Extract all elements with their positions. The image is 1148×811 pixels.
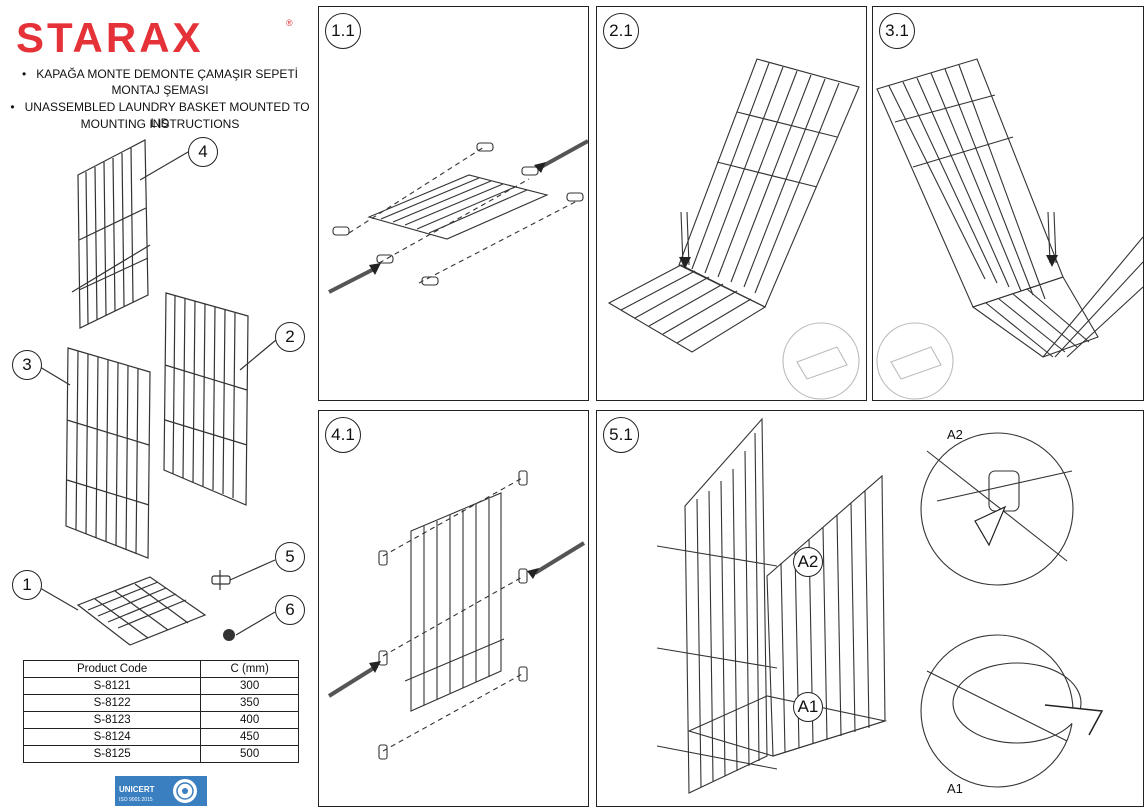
detail-label-a2: A2: [947, 427, 963, 442]
part-label-6: 6: [275, 595, 305, 625]
callout-a2: A2: [793, 547, 823, 577]
title-tr-line2: MONTAJ ŞEMASI: [111, 83, 209, 97]
parts-exploded-view: [39, 139, 277, 646]
starax-logo: STARAX ®: [16, 16, 293, 60]
part-label-5: 5: [275, 542, 305, 572]
part-4-side-panel: [71, 139, 151, 329]
title-tr-line1: •KAPAĞA MONTE DEMONTE ÇAMAŞIR SEPETİ: [21, 67, 299, 81]
svg-text:UNICERT: UNICERT: [119, 785, 155, 794]
rotate-arrow-icon: [1044, 704, 1104, 736]
table-header-row: Product Code C (mm): [22, 660, 299, 678]
part-label-3: 3: [12, 350, 42, 380]
svg-text:ISO 9001:2015: ISO 9001:2015: [119, 797, 153, 803]
unicert-badge: UNICERT ISO 9001:2015: [115, 776, 207, 806]
insert-arrow-icon: [369, 263, 381, 275]
panel-step-5-1: 5.1 A2 A1 A2 A1: [596, 410, 1144, 807]
step-label-4-1: 4.1: [325, 417, 361, 453]
panel-step-3-1: 3.1: [872, 6, 1144, 401]
header-product-code: Product Code: [22, 660, 202, 678]
header-c-mm: C (mm): [200, 660, 299, 678]
logo-lettering: STARAX: [16, 16, 204, 60]
panel-step-4-1: 4.1: [318, 410, 589, 807]
insert-arrow-icon: [534, 162, 546, 173]
insert-arrow-icon: [679, 257, 691, 269]
detail-label-a1: A1: [947, 781, 963, 796]
title-en-line2: MOUNTING INSTRUCTIONS: [80, 117, 240, 131]
step-label-5-1: 5.1: [603, 417, 639, 453]
insert-arrow-icon: [974, 505, 1007, 547]
title-en-line1: •UNASSEMBLED LAUNDRY BASKET MOUNTED TO L…: [10, 100, 310, 130]
callout-a1: A1: [793, 692, 823, 722]
step-label-3-1: 3.1: [879, 13, 915, 49]
panel-step-1-1: 1.1: [318, 6, 589, 401]
panel-step-2-1: 2.1: [596, 6, 867, 401]
part-label-2: 2: [275, 322, 305, 352]
insert-arrow-icon: [369, 661, 381, 673]
part-label-1: 1: [12, 570, 42, 600]
part-1-bottom-grid: [76, 576, 207, 646]
insert-arrow-icon: [527, 568, 539, 579]
step-label-1-1: 1.1: [325, 13, 361, 49]
insert-arrow-icon: [1046, 255, 1058, 267]
part-6-cap: [223, 629, 235, 641]
registered-mark: ®: [286, 18, 293, 28]
part-3-side-panel: [65, 347, 151, 559]
part-label-4: 4: [188, 137, 218, 167]
step-label-2-1: 2.1: [603, 13, 639, 49]
part-5-connector: [211, 570, 231, 590]
part-2-side-panel: [163, 292, 249, 506]
